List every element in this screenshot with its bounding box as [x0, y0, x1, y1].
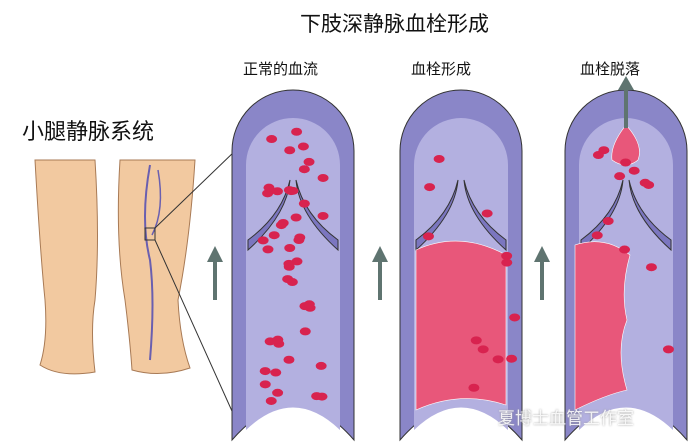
red-blood-cell — [298, 165, 310, 174]
red-blood-cell — [501, 258, 513, 267]
red-blood-cell — [303, 300, 315, 309]
red-blood-cell — [272, 388, 284, 397]
valve-leaflet — [628, 179, 672, 252]
vein-section — [564, 76, 688, 442]
panel-label-thrombus: 血栓形成 — [411, 60, 472, 78]
panel-label-normal: 正常的血流 — [243, 60, 319, 78]
red-blood-cell — [283, 355, 295, 364]
red-blood-cell — [315, 361, 327, 370]
red-blood-cell — [470, 336, 482, 345]
red-blood-cell — [468, 383, 480, 392]
valve-leaflet — [247, 179, 291, 252]
blood-flow-arrow — [534, 246, 550, 300]
valve-leaflet — [463, 179, 507, 252]
red-blood-cell — [481, 209, 493, 218]
red-blood-cell — [619, 245, 631, 254]
red-blood-cell — [602, 217, 614, 226]
red-blood-cell — [271, 187, 283, 196]
red-blood-cell — [433, 154, 445, 163]
red-blood-cell — [270, 368, 282, 377]
red-blood-cell — [645, 263, 657, 272]
red-blood-cell — [598, 146, 610, 155]
red-blood-cell — [591, 231, 603, 240]
vein-section — [231, 89, 355, 442]
arrow-up-icon — [372, 246, 388, 262]
red-blood-cell — [317, 211, 329, 220]
red-blood-cell — [298, 199, 310, 208]
red-blood-cell — [285, 187, 297, 196]
red-blood-cell — [506, 354, 518, 363]
red-blood-cell — [291, 127, 303, 136]
red-blood-cell — [283, 259, 295, 268]
red-blood-cell — [620, 158, 632, 167]
red-blood-cell — [263, 183, 275, 192]
red-blood-cell — [299, 327, 311, 336]
thrombus — [574, 241, 631, 411]
panel-label-embolus: 血栓脱落 — [580, 60, 641, 78]
red-blood-cell — [265, 396, 277, 405]
thrombus — [415, 240, 507, 411]
embolus-arrow-head — [618, 76, 634, 90]
red-blood-cell — [275, 221, 287, 230]
vein-section — [399, 89, 523, 442]
red-blood-cell — [284, 244, 296, 253]
red-blood-cell — [272, 335, 284, 344]
red-blood-cell — [477, 345, 489, 354]
leg-veins-label: 小腿静脉系统 — [22, 120, 155, 145]
red-blood-cell — [317, 173, 329, 182]
red-blood-cell — [262, 245, 274, 254]
red-blood-cell — [424, 183, 436, 192]
red-blood-cell — [501, 251, 513, 260]
red-blood-cell — [268, 231, 280, 240]
red-blood-cell — [282, 275, 294, 284]
watermark: 夏博士血管工作室 — [498, 409, 634, 429]
red-blood-cell — [259, 367, 271, 376]
red-blood-cell — [639, 178, 651, 187]
blood-flow-arrow — [372, 246, 388, 300]
arrow-up-icon — [534, 246, 550, 262]
red-blood-cell — [266, 135, 278, 144]
red-blood-cell — [492, 355, 504, 364]
red-blood-cell — [662, 345, 674, 354]
legs-illustration — [34, 149, 237, 421]
red-blood-cell — [614, 172, 626, 181]
red-blood-cell — [284, 146, 296, 155]
red-blood-cell — [297, 142, 309, 151]
red-blood-cell — [290, 213, 302, 222]
diagram-title: 下肢深静脉血栓形成 — [300, 12, 489, 36]
red-blood-cell — [257, 236, 269, 245]
red-blood-cell — [294, 233, 306, 242]
red-blood-cell — [303, 157, 315, 166]
red-blood-cell — [628, 166, 640, 175]
red-blood-cell — [422, 232, 434, 241]
blood-flow-arrow — [207, 246, 223, 300]
red-blood-cell — [259, 380, 271, 389]
red-blood-cell — [311, 392, 323, 401]
red-blood-cell — [509, 313, 521, 322]
valve-leaflet — [295, 179, 339, 252]
arrow-up-icon — [207, 246, 223, 262]
